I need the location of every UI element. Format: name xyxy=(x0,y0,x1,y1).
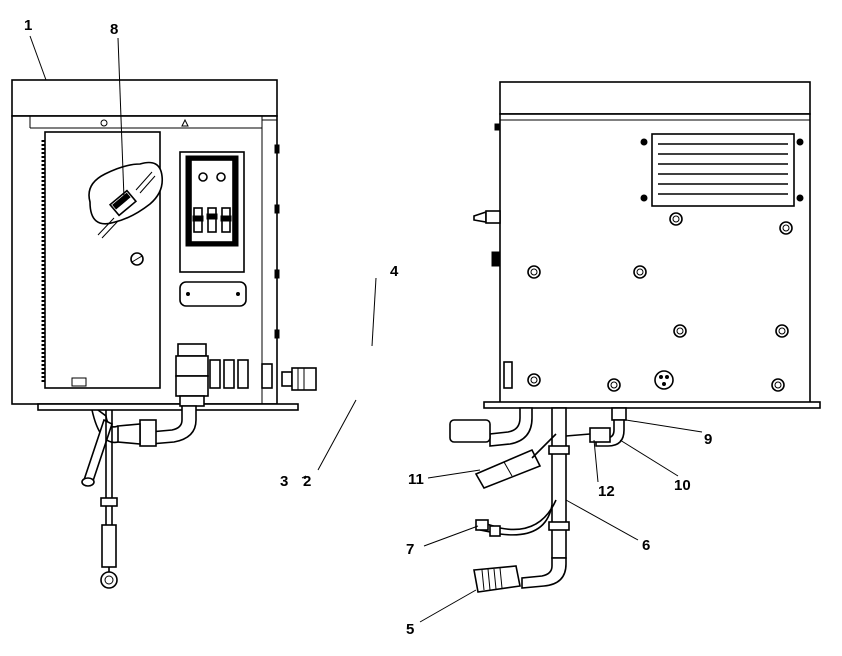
left-unit xyxy=(11,79,317,589)
callout-3: 3 xyxy=(280,473,288,490)
left-elbow xyxy=(149,405,197,445)
vertical-pipe xyxy=(551,407,567,559)
leader-lines xyxy=(29,35,703,623)
right-base-plate xyxy=(483,401,821,409)
callout-11: 11 xyxy=(408,471,424,488)
ring-terminal xyxy=(100,571,118,589)
callout-5: 5 xyxy=(406,621,414,638)
right-unit-lid xyxy=(499,81,811,115)
callout-10: 10 xyxy=(674,477,691,494)
connector-plug xyxy=(473,565,521,593)
callout-8: 8 xyxy=(110,21,118,38)
receptacle xyxy=(654,370,674,390)
right-unit xyxy=(449,81,821,593)
fitting-12 xyxy=(589,427,611,443)
callout-labels: 1 2 3 4 5 6 7 8 9 10 11 12 xyxy=(24,17,712,638)
name-plate xyxy=(179,281,247,307)
callout-7: 7 xyxy=(406,541,414,558)
right-coupling xyxy=(449,419,491,443)
callout-1: 1 xyxy=(24,17,32,34)
callout-4: 4 xyxy=(390,263,399,280)
callout-2: 2 xyxy=(303,473,311,490)
callout-12: 12 xyxy=(598,483,615,500)
bolts xyxy=(527,212,793,392)
callout-9: 9 xyxy=(704,431,712,448)
left-unit-lid xyxy=(11,79,278,117)
callout-6: 6 xyxy=(642,537,650,554)
left-base-plate xyxy=(37,403,299,411)
left-knurled-cap xyxy=(177,343,207,357)
